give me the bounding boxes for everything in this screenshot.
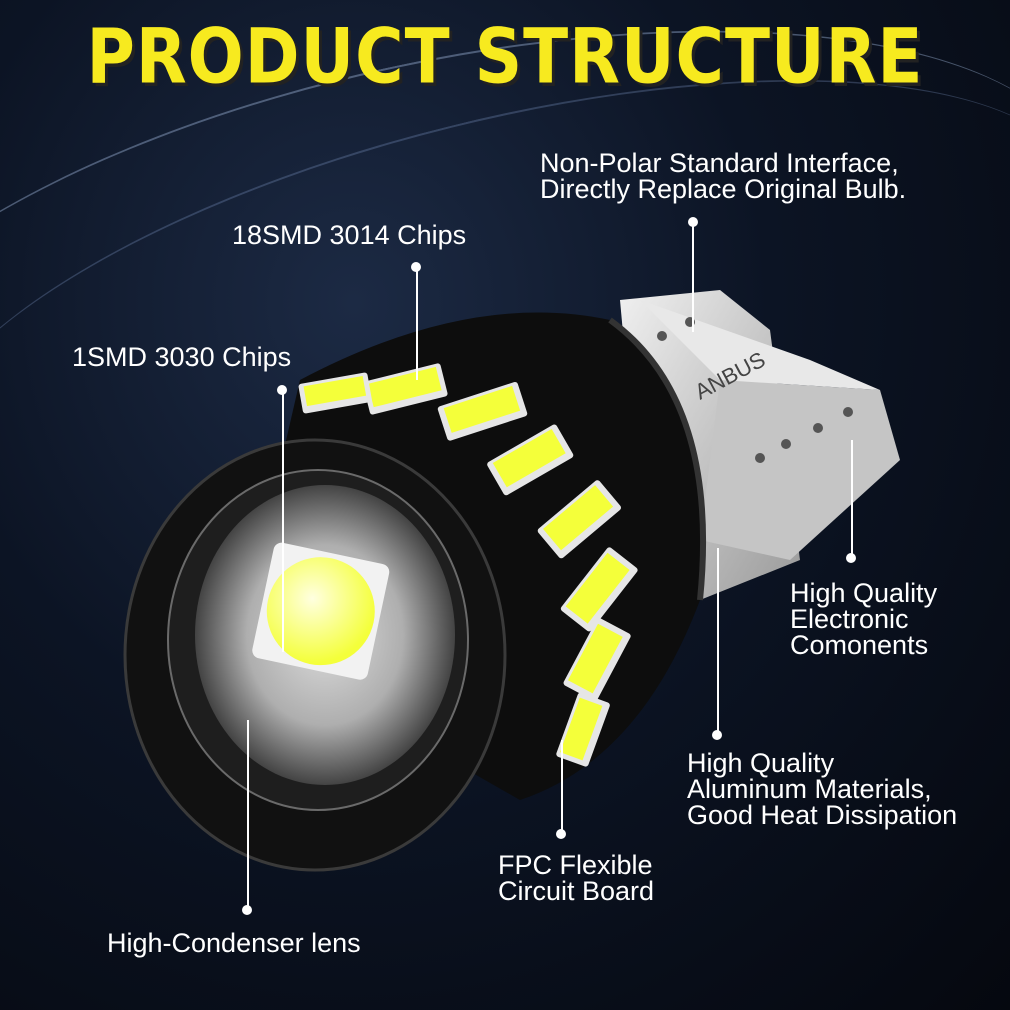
callout-line-interface: [692, 222, 694, 332]
callout-line-3030: [282, 390, 284, 652]
label-components: High Quality Electronic Comonents: [790, 578, 938, 660]
callout-dot-components: [846, 553, 856, 563]
label-3030-chips: 1SMD 3030 Chips: [72, 342, 292, 372]
callout-dot-3030: [277, 385, 287, 395]
front-cap: [123, 438, 507, 872]
callout-line-lens: [247, 720, 249, 910]
callout-line-3014: [416, 268, 418, 380]
label-fpc: FPC Flexible Circuit Board: [498, 850, 655, 906]
smd-3030-chip: [252, 542, 390, 680]
label-interface: Non-Polar Standard Interface, Directly R…: [540, 148, 907, 204]
label-3014-chips: 18SMD 3014 Chips: [232, 220, 467, 250]
label-aluminum: High Quality Aluminum Materials, Good He…: [687, 748, 958, 830]
callout-line-components: [851, 440, 853, 558]
callout-dot-fpc: [556, 829, 566, 839]
page-title: PRODUCT STRUCTURE: [86, 12, 924, 101]
led-chips: [298, 363, 638, 767]
callout-dot-interface: [688, 217, 698, 227]
callout-dot-aluminum: [712, 730, 722, 740]
callout-line-aluminum: [717, 548, 719, 736]
callout-dot-3014: [411, 262, 421, 272]
callout-line-fpc: [561, 740, 563, 834]
callout-dot-lens: [242, 905, 252, 915]
label-lens: High-Condenser lens: [107, 928, 361, 958]
